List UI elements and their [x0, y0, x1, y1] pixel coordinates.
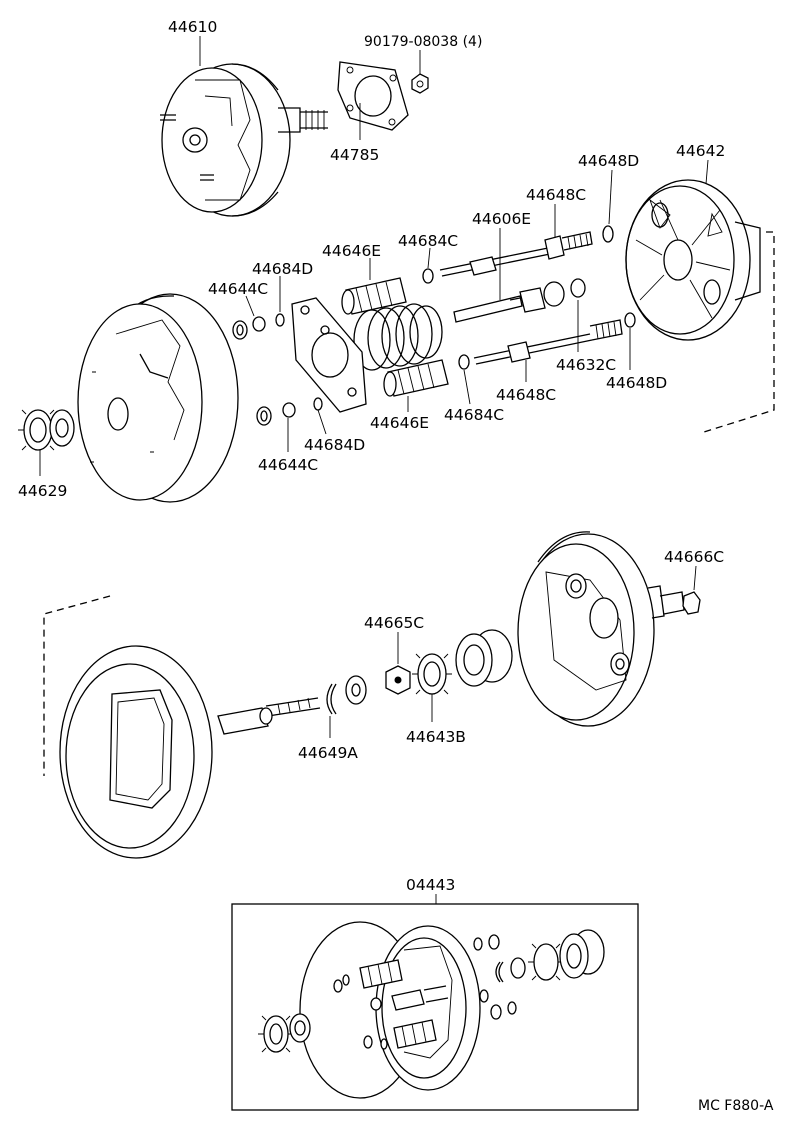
- washer-middle[interactable]: [345, 675, 367, 705]
- label-44646E-bottom: 44646E: [370, 414, 429, 432]
- o-ring-44648D-bottom[interactable]: [624, 312, 636, 328]
- label-44648C-top: 44648C: [526, 186, 586, 204]
- pushrod[interactable]: [217, 697, 321, 735]
- label-44684D-top: 44684D: [252, 260, 313, 278]
- nut-90179-08038[interactable]: [411, 73, 429, 94]
- label-44785: 44785: [330, 146, 379, 164]
- label-44644C-bottom: 44644C: [258, 456, 318, 474]
- rear-plate-44642[interactable]: [625, 179, 761, 341]
- gasket-44785[interactable]: [337, 61, 409, 131]
- plunger-rod-44606E[interactable]: [453, 278, 586, 323]
- label-44648C-bottom: 44648C: [496, 386, 556, 404]
- label-44610: 44610: [168, 18, 217, 36]
- label-90179-08038: 90179-08038 (4): [364, 34, 482, 50]
- bearing[interactable]: [49, 409, 75, 447]
- label-44648D-top: 44648D: [578, 152, 639, 170]
- label-44684C-bottom: 44684C: [444, 406, 504, 424]
- label-44649A: 44649A: [298, 744, 358, 762]
- label-04443: 04443: [406, 876, 455, 894]
- o-ring-44648D-top[interactable]: [602, 225, 614, 243]
- rear-shell[interactable]: [77, 293, 239, 503]
- seal-44644C-bottom[interactable]: [256, 402, 296, 426]
- snap-ring-44649A[interactable]: [326, 683, 337, 715]
- label-44642: 44642: [676, 142, 725, 160]
- seal-44644C-top[interactable]: [232, 316, 266, 340]
- ring-44684C-top[interactable]: [422, 268, 434, 284]
- label-44643B: 44643B: [406, 728, 466, 746]
- repair-kit-box: [231, 903, 639, 1111]
- valve-rod-44648C-bottom[interactable]: [473, 319, 623, 365]
- diaphragm-plate[interactable]: [291, 297, 367, 413]
- lock-washer-44643B[interactable]: [412, 653, 452, 695]
- label-44666C: 44666C: [664, 548, 724, 566]
- repair-kit-04443[interactable]: [258, 921, 605, 1099]
- label-44632C: 44632C: [556, 356, 616, 374]
- label-44629: 44629: [18, 482, 67, 500]
- boot-44646E-top[interactable]: [341, 277, 407, 315]
- label-44684C-top: 44684C: [398, 232, 458, 250]
- label-44665C: 44665C: [364, 614, 424, 632]
- label-44648D-bottom: 44648D: [606, 374, 667, 392]
- nut-44665C[interactable]: [385, 665, 411, 695]
- lock-washer-44629[interactable]: [18, 409, 58, 451]
- booster-assembly-44610[interactable]: [160, 63, 328, 217]
- springs[interactable]: [353, 303, 443, 371]
- front-housing[interactable]: [517, 531, 685, 727]
- valve-rod-44648C-top[interactable]: [439, 231, 593, 277]
- washer-44684D-bottom[interactable]: [313, 397, 323, 411]
- washer-44684D-top[interactable]: [275, 313, 285, 327]
- diagram-code: MC F880-A: [698, 1098, 774, 1114]
- ring-44684C-bottom[interactable]: [458, 354, 470, 370]
- rear-shell-middle[interactable]: [59, 645, 213, 859]
- boot-44646E-bottom[interactable]: [383, 359, 449, 397]
- label-44606E: 44606E: [472, 210, 531, 228]
- label-44646E-top: 44646E: [322, 242, 381, 260]
- label-44644C-top: 44644C: [208, 280, 268, 298]
- nut-44666C[interactable]: [682, 591, 701, 615]
- seal-rings[interactable]: [455, 629, 513, 687]
- label-44684D-bottom: 44684D: [304, 436, 365, 454]
